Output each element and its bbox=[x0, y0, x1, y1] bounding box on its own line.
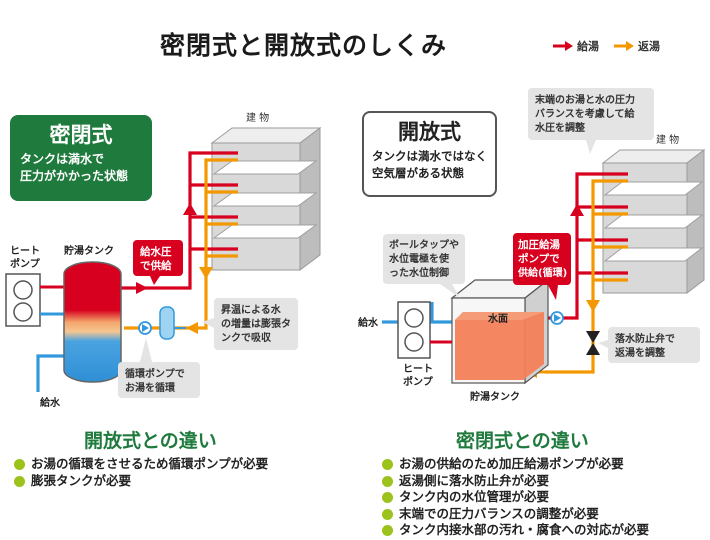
list-item: タンク内接水部の汚れ・腐食への対応が必要 bbox=[382, 522, 649, 539]
left-flow-arrows bbox=[124, 203, 213, 334]
bullet-dot-icon bbox=[382, 508, 393, 520]
svg-text:の増量は膨張タ: の増量は膨張タ bbox=[221, 317, 291, 330]
svg-text:循環ポンプで: 循環ポンプで bbox=[125, 367, 185, 380]
list-item: 返湯側に落水防止弁が必要 bbox=[382, 473, 649, 490]
right-supply-up-arrow-icon bbox=[570, 204, 584, 216]
svg-text:返湯を調整: 返湯を調整 bbox=[615, 346, 665, 359]
right-tank-label: 貯湯タンク bbox=[470, 390, 520, 403]
bullet-dot-icon bbox=[382, 525, 393, 536]
svg-text:で供給: で供給 bbox=[140, 259, 172, 272]
right-badge-title: 開放式 bbox=[398, 120, 461, 144]
right-storage-tank bbox=[450, 278, 550, 385]
bullet-dot-icon bbox=[382, 475, 393, 487]
svg-text:った水位制御: った水位制御 bbox=[389, 266, 449, 279]
legend-return-label: 返湯 bbox=[638, 40, 660, 53]
svg-text:水圧を調整: 水圧を調整 bbox=[534, 121, 585, 134]
bullet-dot-icon bbox=[382, 492, 393, 503]
list-item: 末端での圧力バランスの調整が必要 bbox=[382, 506, 649, 523]
left-building-label: 建 物 bbox=[246, 111, 269, 124]
left-supply-up-arrow-icon bbox=[183, 203, 197, 215]
return-arrow-icon bbox=[614, 41, 634, 51]
svg-text:昇温による水: 昇温による水 bbox=[221, 303, 282, 316]
svg-text:水位電極を使: 水位電極を使 bbox=[388, 252, 450, 265]
right-badge-sub-1: タンクは満水ではなく bbox=[372, 149, 487, 163]
left-tank-label: 貯湯タンク bbox=[64, 244, 114, 257]
right-top-callout: 末端のお湯と水の圧力 バランスを考慮して給 水圧を調整 bbox=[528, 88, 654, 154]
svg-text:ボールタップや: ボールタップや bbox=[389, 238, 459, 251]
right-check-valve bbox=[586, 331, 600, 355]
right-water-surface-label: 水面 bbox=[487, 312, 508, 325]
left-return-left-arrow-icon bbox=[186, 322, 198, 334]
page-title: 密閉式と開放式のしくみ bbox=[160, 31, 448, 60]
left-heat-pump bbox=[5, 273, 65, 327]
svg-text:ンクで吸収: ンクで吸収 bbox=[221, 332, 272, 344]
svg-text:加圧給湯: 加圧給湯 bbox=[517, 238, 560, 251]
right-heat-pump-label-2: ポンプ bbox=[403, 375, 434, 388]
left-expansion-tank bbox=[159, 306, 186, 340]
bullet-dot-icon bbox=[382, 459, 393, 470]
right-valve-callout: 落水防止弁で 返湯を調整 bbox=[598, 327, 700, 363]
svg-text:給水圧: 給水圧 bbox=[140, 245, 172, 258]
right-diff-list: お湯の供給のため加圧給湯ポンプが必要 返湯側に落水防止弁が必要 タンク内の水位管… bbox=[382, 456, 649, 539]
left-supply-right-arrow-icon bbox=[136, 282, 148, 294]
right-badge-sub-2: 空気層がある状態 bbox=[372, 166, 464, 180]
right-ball-tap-callout: ボールタップや 水位電極を使 った水位制御 bbox=[383, 234, 465, 298]
svg-text:落水防止弁で: 落水防止弁で bbox=[615, 332, 675, 345]
left-return-down-arrow-icon bbox=[199, 267, 213, 279]
list-item: タンク内の水位管理が必要 bbox=[382, 489, 649, 506]
svg-text:お湯を循環: お湯を循環 bbox=[125, 381, 176, 394]
bullet-dot-icon bbox=[14, 475, 25, 487]
list-item: 膨張タンクが必要 bbox=[14, 473, 268, 490]
supply-arrow-icon bbox=[553, 41, 573, 51]
right-return-down-arrow-icon bbox=[586, 300, 600, 312]
right-heat-pump bbox=[397, 301, 452, 359]
left-diff-list: お湯の循環をさせるため循環ポンプが必要 膨張タンクが必要 bbox=[14, 456, 268, 489]
left-expansion-callout: 昇温による水 の増量は膨張タ ンクで吸収 bbox=[202, 298, 298, 350]
svg-text:ポンプで: ポンプで bbox=[518, 252, 560, 265]
left-badge: 密閉式 タンクは満水で 圧力がかかった状態 bbox=[10, 115, 152, 201]
svg-text:供給(循環): 供給(循環) bbox=[517, 266, 567, 279]
bullet-dot-icon bbox=[14, 459, 25, 470]
left-diff-title: 開放式との違い bbox=[84, 430, 217, 452]
left-badge-sub-2: 圧力がかかった状態 bbox=[20, 169, 129, 183]
right-building bbox=[601, 148, 706, 295]
svg-text:末端のお湯と水の圧力: 末端のお湯と水の圧力 bbox=[535, 93, 635, 106]
right-badge: 開放式 タンクは満水ではなく 空気層がある状態 bbox=[362, 111, 497, 197]
left-badge-sub-1: タンクは満水で bbox=[20, 152, 105, 166]
left-heat-pump-label-1: ヒート bbox=[10, 245, 40, 257]
list-item: お湯の循環をさせるため循環ポンプが必要 bbox=[14, 456, 268, 473]
left-pump-callout: 循環ポンプで お湯を循環 bbox=[118, 338, 200, 398]
right-water-in-label: 給水 bbox=[358, 316, 379, 329]
svg-text:バランスを考慮して給: バランスを考慮して給 bbox=[535, 107, 635, 120]
right-building-label: 建 物 bbox=[656, 133, 679, 146]
right-supply-pump bbox=[550, 311, 564, 325]
left-water-in-label: 給水 bbox=[40, 396, 61, 409]
left-badge-title: 密閉式 bbox=[49, 123, 113, 147]
right-diff-title: 密閉式との違い bbox=[456, 430, 589, 452]
right-heat-pump-label-1: ヒート bbox=[403, 363, 433, 375]
left-supply-callout: 給水圧 で供給 bbox=[133, 240, 183, 285]
left-storage-tank bbox=[63, 261, 122, 383]
left-circulation-pump bbox=[138, 321, 152, 335]
legend-supply-label: 給湯 bbox=[577, 40, 599, 53]
right-supply-callout: 加圧給湯 ポンプで 供給(循環) bbox=[513, 233, 571, 300]
list-item: お湯の供給のため加圧給湯ポンプが必要 bbox=[382, 456, 649, 473]
left-heat-pump-label-2: ポンプ bbox=[10, 257, 41, 270]
